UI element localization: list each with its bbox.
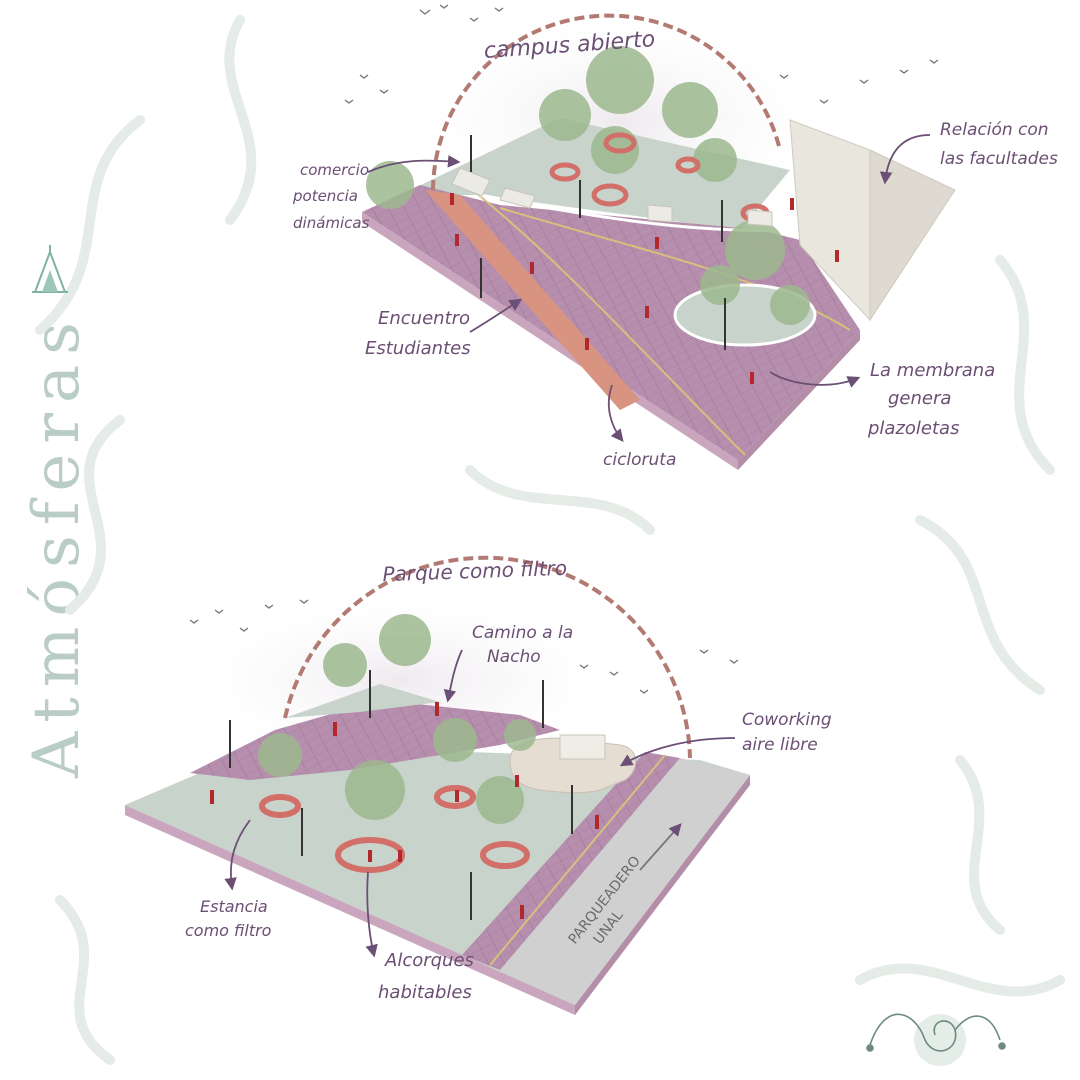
swirl-ornament <box>867 1014 1005 1066</box>
bottom-diagram: PARQUEADERO UNAL <box>125 556 832 1015</box>
tent-logo <box>32 245 68 292</box>
top-building-side <box>870 150 955 320</box>
svg-text:Camino a la: Camino a la <box>472 623 573 643</box>
svg-text:dinámicas: dinámicas <box>293 214 370 232</box>
svg-text:Nacho: Nacho <box>487 647 541 667</box>
bottom-arc-label: Parque como filtro <box>382 556 567 586</box>
svg-text:aire libre: aire libre <box>742 735 818 755</box>
svg-text:comercio: comercio <box>300 161 369 179</box>
svg-text:Alcorques: Alcorques <box>384 950 474 971</box>
svg-text:Encuentro: Encuentro <box>378 308 470 329</box>
svg-text:plazoletas: plazoletas <box>867 418 959 439</box>
svg-text:Estudiantes: Estudiantes <box>365 338 471 359</box>
svg-text:habitables: habitables <box>378 982 472 1003</box>
svg-text:cicloruta: cicloruta <box>603 450 676 470</box>
top-diagram: campus abierto comercio potencia dinámic… <box>292 5 1058 470</box>
svg-text:como filtro: como filtro <box>185 921 272 940</box>
svg-text:Relación con: Relación con <box>940 120 1049 140</box>
svg-text:Coworking: Coworking <box>742 710 832 730</box>
svg-text:las facultades: las facultades <box>940 149 1058 169</box>
svg-text:Estancia: Estancia <box>200 897 268 916</box>
svg-text:potencia: potencia <box>292 187 358 205</box>
svg-text:genera: genera <box>888 388 951 409</box>
svg-text:La membrana: La membrana <box>870 360 995 381</box>
